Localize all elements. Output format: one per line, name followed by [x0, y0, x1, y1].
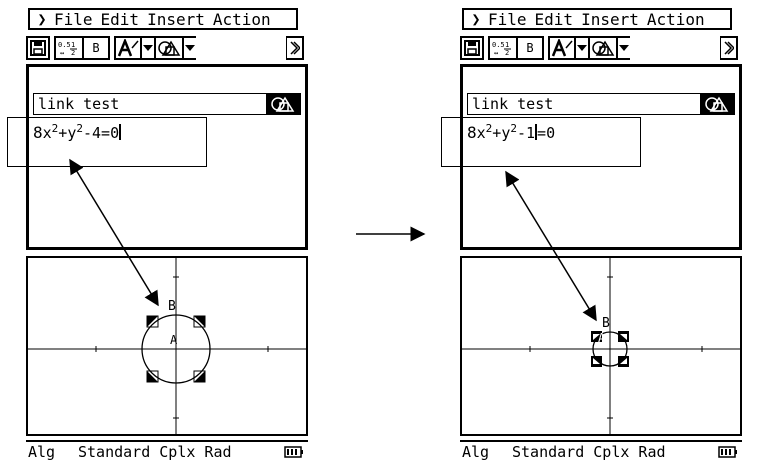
status-mode[interactable]: Standard Cplx Rad: [78, 443, 232, 461]
geometry-link-button[interactable]: [700, 94, 734, 114]
expr-exponent-1: 2: [485, 122, 493, 135]
geometry-shapes-icon: [705, 96, 729, 112]
menu-file[interactable]: File: [54, 9, 93, 29]
circle-shape[interactable]: [141, 314, 211, 384]
toolbar: 0.5 1 ↔ 2 B: [26, 36, 304, 60]
toolbar-spacer: [630, 36, 722, 60]
menu-bar: ❯ File Edit Insert Action: [28, 8, 298, 30]
selection-handles[interactable]: [591, 331, 629, 367]
geometry-link-title-bar[interactable]: link test: [33, 93, 301, 115]
status-mode[interactable]: Standard Cplx Rad: [512, 443, 666, 461]
toolbar: 0.5 1 ↔ 2 B: [460, 36, 738, 60]
fraction-toggle-button[interactable]: 0.5 1 ↔ 2: [54, 36, 84, 60]
text-style-button[interactable]: [548, 36, 576, 60]
expr-tail: -4=0: [82, 124, 120, 142]
menu-chevron-icon[interactable]: ❯: [37, 10, 47, 28]
expr-exponent-2: 2: [510, 122, 517, 135]
menu-insert[interactable]: Insert: [581, 9, 639, 29]
menu-insert[interactable]: Insert: [147, 9, 205, 29]
save-button[interactable]: [26, 36, 50, 60]
equation-expression[interactable]: 8x2+y2-4=0: [33, 119, 122, 143]
status-alg[interactable]: Alg: [28, 443, 56, 461]
triangle-down-icon: [577, 45, 587, 51]
fraction-decimal-icon: 0.5 1 ↔ 2: [492, 41, 511, 56]
expression-highlight-box: [441, 117, 641, 167]
geometry-canvas[interactable]: B A: [462, 258, 740, 434]
svg-text:↔: ↔: [60, 49, 64, 56]
fraction-decimal-icon: 0.5 1 ↔ 2: [58, 41, 77, 56]
svg-text:1: 1: [71, 41, 75, 49]
floppy-disk-icon: [30, 40, 46, 56]
menu-edit[interactable]: Edit: [100, 9, 140, 29]
battery-icon: [284, 446, 303, 458]
link-marker-icon: 8: [467, 123, 477, 142]
expr-plus-y: +y: [492, 124, 511, 142]
text-cursor: [535, 124, 538, 140]
geometry-button[interactable]: [154, 36, 184, 60]
link-arrow-left: [69, 158, 159, 307]
menu-file[interactable]: File: [488, 9, 527, 29]
floppy-disk-icon: [464, 40, 480, 56]
expr-plus-y: +y: [58, 124, 77, 142]
fraction-toggle-button[interactable]: 0.5 1 ↔ 2: [488, 36, 518, 60]
menu-action[interactable]: Action: [212, 9, 271, 29]
point-label-b: B: [168, 299, 176, 314]
point-label-a: A: [170, 333, 178, 347]
menu-bar: ❯ File Edit Insert Action: [462, 8, 732, 30]
text-cursor: [119, 124, 122, 140]
expr-exponent-1: 2: [51, 122, 59, 135]
point-label-b: B: [602, 316, 610, 331]
status-alg[interactable]: Alg: [462, 443, 490, 461]
bold-button[interactable]: B: [82, 36, 110, 60]
point-label-a: A: [598, 331, 606, 345]
status-bar: Alg Standard Cplx Rad: [460, 440, 742, 462]
circle-shape[interactable]: [592, 331, 628, 367]
double-chevron-right-icon: [723, 41, 734, 55]
expr-exponent-2: 2: [76, 122, 83, 135]
document-title: link test: [472, 95, 554, 113]
link-arrow-right: [505, 170, 597, 322]
battery-icon: [718, 446, 737, 458]
geometry-link-title-bar[interactable]: link test: [467, 93, 735, 115]
bold-button[interactable]: B: [516, 36, 544, 60]
svg-text:1: 1: [505, 41, 509, 49]
document-title: link test: [38, 95, 120, 113]
svg-text:0.5: 0.5: [58, 41, 71, 49]
equation-expression[interactable]: 8x2+y2-1=0: [467, 119, 555, 143]
geometry-shapes-icon: [271, 96, 295, 112]
toolbar-scroll-button[interactable]: [286, 36, 304, 60]
selection-handles[interactable]: [146, 315, 206, 383]
geometry-shapes-icon: [592, 40, 615, 56]
geometry-shapes-icon: [158, 40, 181, 56]
svg-text:↔: ↔: [494, 49, 498, 56]
text-pen-icon: [117, 39, 139, 57]
text-pen-icon: [551, 39, 573, 57]
expr-x: x: [476, 124, 486, 142]
expr-tail-after-cursor: =0: [537, 124, 556, 142]
geometry-link-button[interactable]: [266, 94, 300, 114]
svg-text:2: 2: [71, 49, 75, 56]
menu-action[interactable]: Action: [646, 9, 705, 29]
geometry-canvas[interactable]: B A: [28, 258, 306, 434]
save-button[interactable]: [460, 36, 484, 60]
svg-text:2: 2: [505, 49, 509, 56]
triangle-down-icon: [143, 45, 153, 51]
triangle-down-icon: [619, 45, 629, 51]
menu-edit[interactable]: Edit: [534, 9, 574, 29]
triangle-down-icon: [185, 45, 195, 51]
svg-text:0.5: 0.5: [492, 41, 505, 49]
expr-x: x: [42, 124, 52, 142]
expr-tail-before-cursor: -1: [516, 124, 536, 142]
toolbar-spacer: [196, 36, 288, 60]
toolbar-scroll-button[interactable]: [720, 36, 738, 60]
double-chevron-right-icon: [289, 41, 300, 55]
status-bar: Alg Standard Cplx Rad: [26, 440, 308, 462]
menu-chevron-icon[interactable]: ❯: [471, 10, 481, 28]
link-marker-icon: 8: [33, 123, 43, 142]
